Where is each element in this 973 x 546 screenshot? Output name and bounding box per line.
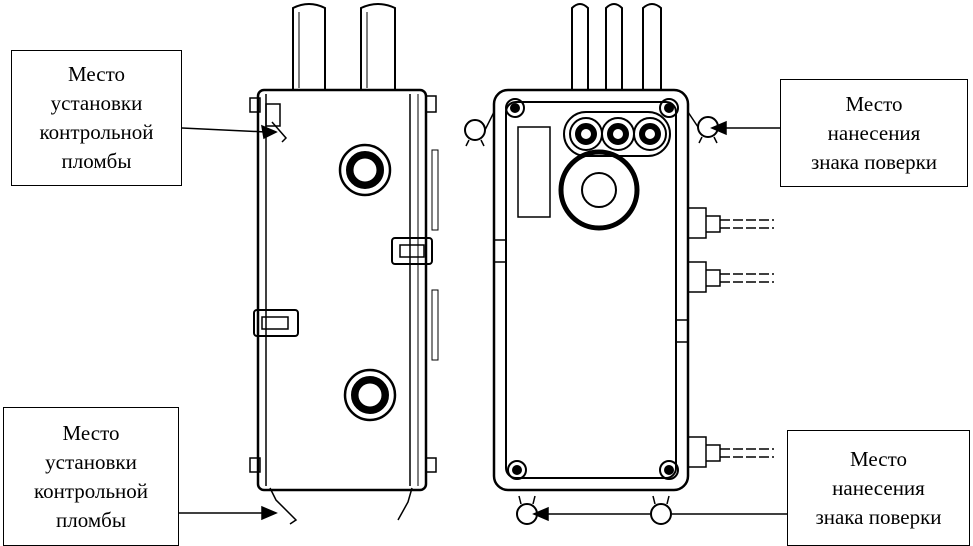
right-device-speaker (558, 149, 640, 231)
right-device-display-window (517, 126, 551, 218)
seal-top-line-1: Место (68, 62, 125, 86)
verification-bottom-line-3: знака поверки (815, 504, 942, 529)
right-device-side-ports (687, 207, 774, 468)
left-device (249, 3, 439, 525)
left-device-antennas (292, 3, 396, 90)
seal-top-line-4: пломбы (61, 149, 132, 173)
arrow-seal-bottom (179, 505, 278, 521)
verification-bottom-line-2: нанесения (832, 475, 925, 500)
verification-top-line-2: нанесения (827, 120, 921, 145)
left-device-knob-top (338, 143, 392, 197)
leader-arrows (179, 120, 787, 522)
seal-bottom-line-2: установки (45, 449, 137, 474)
arrow-verification-bottom (532, 506, 787, 522)
seal-bottom-line-4: пломбы (56, 507, 126, 532)
verification-mark-label-bottom: Место нанесения знака поверки (787, 430, 970, 546)
left-device-seal-top (265, 103, 288, 143)
left-device-latch-mid (391, 237, 433, 265)
seal-location-label-top: Место установки контрольной пломбы (11, 50, 182, 186)
verification-top-line-3: знака поверки (810, 149, 938, 174)
left-device-latch-low (253, 309, 299, 337)
seal-top-line-3: контрольной (39, 120, 154, 144)
right-device-corner-screws (505, 98, 679, 480)
right-device-antennas (571, 3, 662, 90)
seal-bottom-line-1: Место (62, 420, 120, 445)
verification-bottom-line-1: Место (850, 446, 907, 471)
seal-bottom-line-3: контрольной (33, 478, 149, 503)
right-device-connector-panel (563, 111, 671, 157)
seal-top-line-2: установки (50, 91, 143, 115)
verification-top-line-1: Место (845, 91, 903, 116)
left-device-body (249, 88, 439, 492)
seal-location-label-bottom: Место установки контрольной пломбы (3, 407, 179, 546)
left-device-seal-bottom (269, 487, 413, 525)
arrow-verification-top (710, 120, 780, 136)
arrow-seal-top (181, 124, 278, 140)
verification-mark-label-top: Место нанесения знака поверки (780, 79, 968, 187)
left-device-knob-bottom (343, 368, 397, 422)
right-device (464, 3, 774, 525)
